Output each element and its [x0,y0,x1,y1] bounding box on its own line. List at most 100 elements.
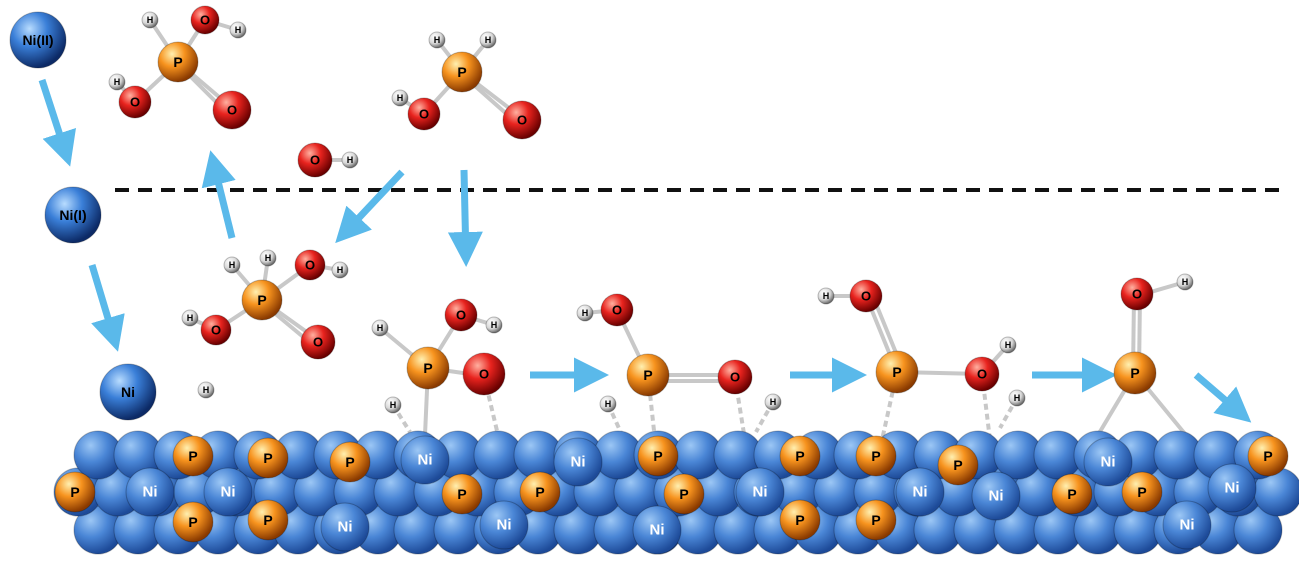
ads3-o2-label: O [977,367,987,382]
surface-p-atom-label: P [188,514,197,530]
surface-ni-labeled-atom: Ni [632,505,682,555]
ni-atom: Ni [99,363,157,421]
ni-ii-ion: Ni(II) [9,11,67,69]
ads3-p: P [875,350,919,394]
ads2-p-label: P [643,367,652,383]
ads1-o1: O [444,298,478,332]
mol-c-o3: O [300,324,336,360]
ads3-h1-label: H [823,291,830,301]
arrow-down-left [335,169,405,244]
mol-a-o1: O [190,5,220,35]
mol-c-o2: O [200,314,232,346]
surface-ni-labeled-atom: Ni [735,467,785,517]
water-h-label: H [347,155,354,165]
ads2-h3: H [764,393,782,411]
surface-ni-labeled-atom: Ni [479,500,529,550]
surface-ni-labeled-atom: Ni [400,435,450,485]
surface-p-atom: P [637,435,679,477]
surface-p-atom-label: P [263,450,272,466]
mol-c-h2: H [259,249,277,267]
surface-ni-labeled-atom-label: Ni [338,519,353,536]
mol-c-h3: H [331,261,349,279]
ads2-o2-label: O [730,370,740,385]
ads1-h2-label: H [491,320,498,330]
mol-a-p-label: P [173,54,182,70]
surface-ni-labeled-atom: Ni [895,467,945,517]
ads2-h1: H [576,304,594,322]
surface-p-atom-label: P [345,454,354,470]
mol-a-o2-label: O [130,95,140,110]
mol-a-h3-label: H [114,77,121,87]
ads2-o1-label: O [612,303,622,318]
mol-b-h1: H [428,31,446,49]
ads3-o1: O [849,279,883,313]
ni-ii-ion-label: Ni(II) [22,32,53,48]
ni-i-ion-label: Ni(I) [59,207,86,223]
mol-b-p-label: P [457,64,466,80]
surface-ni-labeled-atom-label: Ni [913,484,928,501]
surface-p-atom-label: P [1137,484,1146,500]
ads2-o2: O [717,359,753,395]
surface-ni-labeled-atom-label: Ni [418,452,433,469]
mol-a-o2: O [118,85,152,119]
surface-ni-labeled-atom-label: Ni [1225,480,1240,497]
surface-p-atom-label: P [70,484,79,500]
surface-ni-labeled-atom: Ni [1162,500,1212,550]
mol-a-o3: O [212,90,252,130]
ads2-h1-label: H [582,308,589,318]
surface-ni-labeled-atom-label: Ni [143,484,158,501]
ads3-o2: O [964,356,1000,392]
mol-b-o1-label: O [419,107,429,122]
ads4-o1-label: O [1132,287,1142,302]
mol-c-o3-label: O [313,335,323,350]
ads3-h3-label: H [1014,393,1021,403]
arrow-layer [38,78,1252,423]
ads3-h2-label: H [1005,340,1012,350]
ads1-p-label: P [423,360,432,376]
ads1-o1-label: O [456,308,466,323]
surface-p-atom: P [779,435,821,477]
surface-p-atom: P [1247,435,1289,477]
mol-a-o1-label: O [200,13,210,28]
surface-p-atom: P [247,437,289,479]
surface-p-atom: P [855,435,897,477]
surface-p-atom: P [54,471,96,513]
surface-ni-labeled-atom-label: Ni [650,522,665,539]
ads3-h3: H [1008,389,1026,407]
mol-b-o1: O [407,97,441,131]
mol-a-h3: H [108,73,126,91]
mol-b-h2: H [479,31,497,49]
surface-p-atom: P [519,471,561,513]
water-h: H [341,151,359,169]
surface-p-atom: P [663,473,705,515]
mol-c-o1-label: O [305,258,315,273]
ads1-h1: H [371,319,389,337]
ads4-h1: H [1176,273,1194,291]
water-o: O [297,142,333,178]
surface-ni-labeled-atom-label: Ni [1101,454,1116,471]
surface-p-atom-label: P [795,448,804,464]
arrow-nii-to-ni-i [38,78,76,167]
surface-p-atom-label: P [263,512,272,528]
mol-b-p: P [441,51,483,93]
mol-a-p: P [157,41,199,83]
ads2-o1: O [600,293,634,327]
ads3-h1: H [817,287,835,305]
surface-p-atom-label: P [871,448,880,464]
water-o-label: O [310,153,320,168]
mol-b-h1-label: H [434,35,441,45]
mol-b-o2-label: O [517,113,527,128]
mol-a-h1-label: H [147,15,154,25]
mol-c-h1: H [223,256,241,274]
mol-b-o2: O [502,100,542,140]
mol-a-h2-label: H [235,25,242,35]
surface-ni-labeled-atom-label: Ni [1180,517,1195,534]
surface-ni-labeled-atom: Ni [125,467,175,517]
surface-p-atom-label: P [871,512,880,528]
mol-c-o1: O [294,249,326,281]
mol-c-p: P [241,279,283,321]
ads1-h3: H [384,396,402,414]
surface-p-atom: P [779,499,821,541]
mol-b-h3-label: H [397,93,404,103]
